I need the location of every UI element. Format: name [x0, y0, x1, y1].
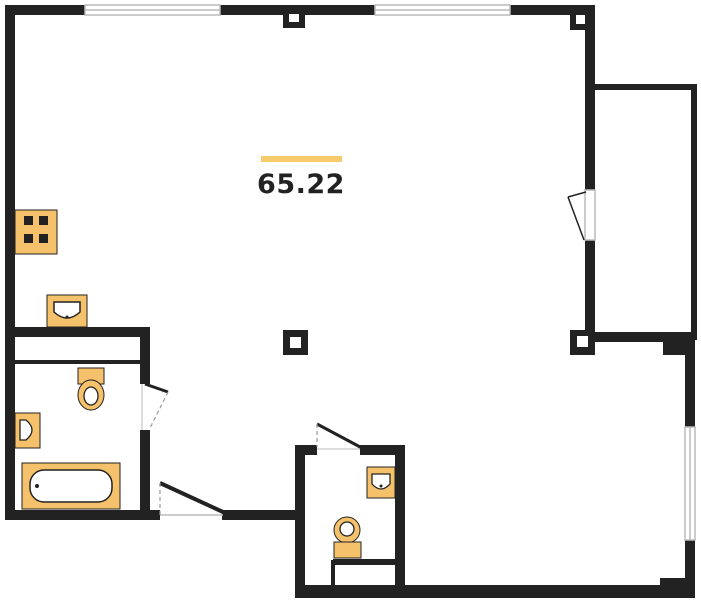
- bathtub-icon: [21, 462, 121, 510]
- entrance-door: [159, 481, 224, 516]
- wall-closet-right: [395, 445, 405, 598]
- wall-balcony-bottom: [585, 332, 695, 342]
- wall-closet-top-right: [360, 445, 405, 455]
- wall-right-middle: [585, 240, 595, 350]
- closet-toilet-icon: [333, 516, 362, 559]
- closet-sink-icon: [366, 466, 396, 499]
- bathroom-sink-icon: [14, 412, 41, 449]
- wall-right-upper: [585, 5, 595, 190]
- wall-right-lower-top: [685, 342, 695, 427]
- wall-closet-top-left: [295, 445, 317, 455]
- wall-bathroom-top: [5, 327, 150, 337]
- wall-left: [5, 5, 15, 520]
- wall-lower-middle: [222, 510, 302, 520]
- window-balcony-door: [584, 189, 596, 241]
- windows: [84, 4, 696, 541]
- toilet-icon: [77, 367, 105, 411]
- wall-right-lower-bottom: [685, 540, 695, 598]
- bathroom-door: [141, 382, 169, 430]
- stove-icon: [14, 209, 58, 255]
- wall-bathroom-bottom: [5, 510, 160, 520]
- column-center: [283, 330, 308, 355]
- column-bottom-right: [660, 578, 695, 598]
- column-balcony-right: [663, 337, 690, 355]
- fixtures: [14, 209, 396, 559]
- walls: [5, 5, 695, 598]
- room-area-label: 65.22: [257, 169, 345, 200]
- kitchen-sink-icon: [46, 294, 88, 328]
- wall-bathroom-right-upper: [140, 327, 150, 384]
- doors: [141, 191, 587, 516]
- area-accent-bar: [261, 156, 342, 162]
- wall-bathroom-right-lower: [140, 430, 150, 520]
- closet-door: [316, 422, 363, 450]
- wall-closet-left: [295, 445, 305, 598]
- wall-bottom: [295, 585, 695, 598]
- balcony-door: [567, 191, 587, 241]
